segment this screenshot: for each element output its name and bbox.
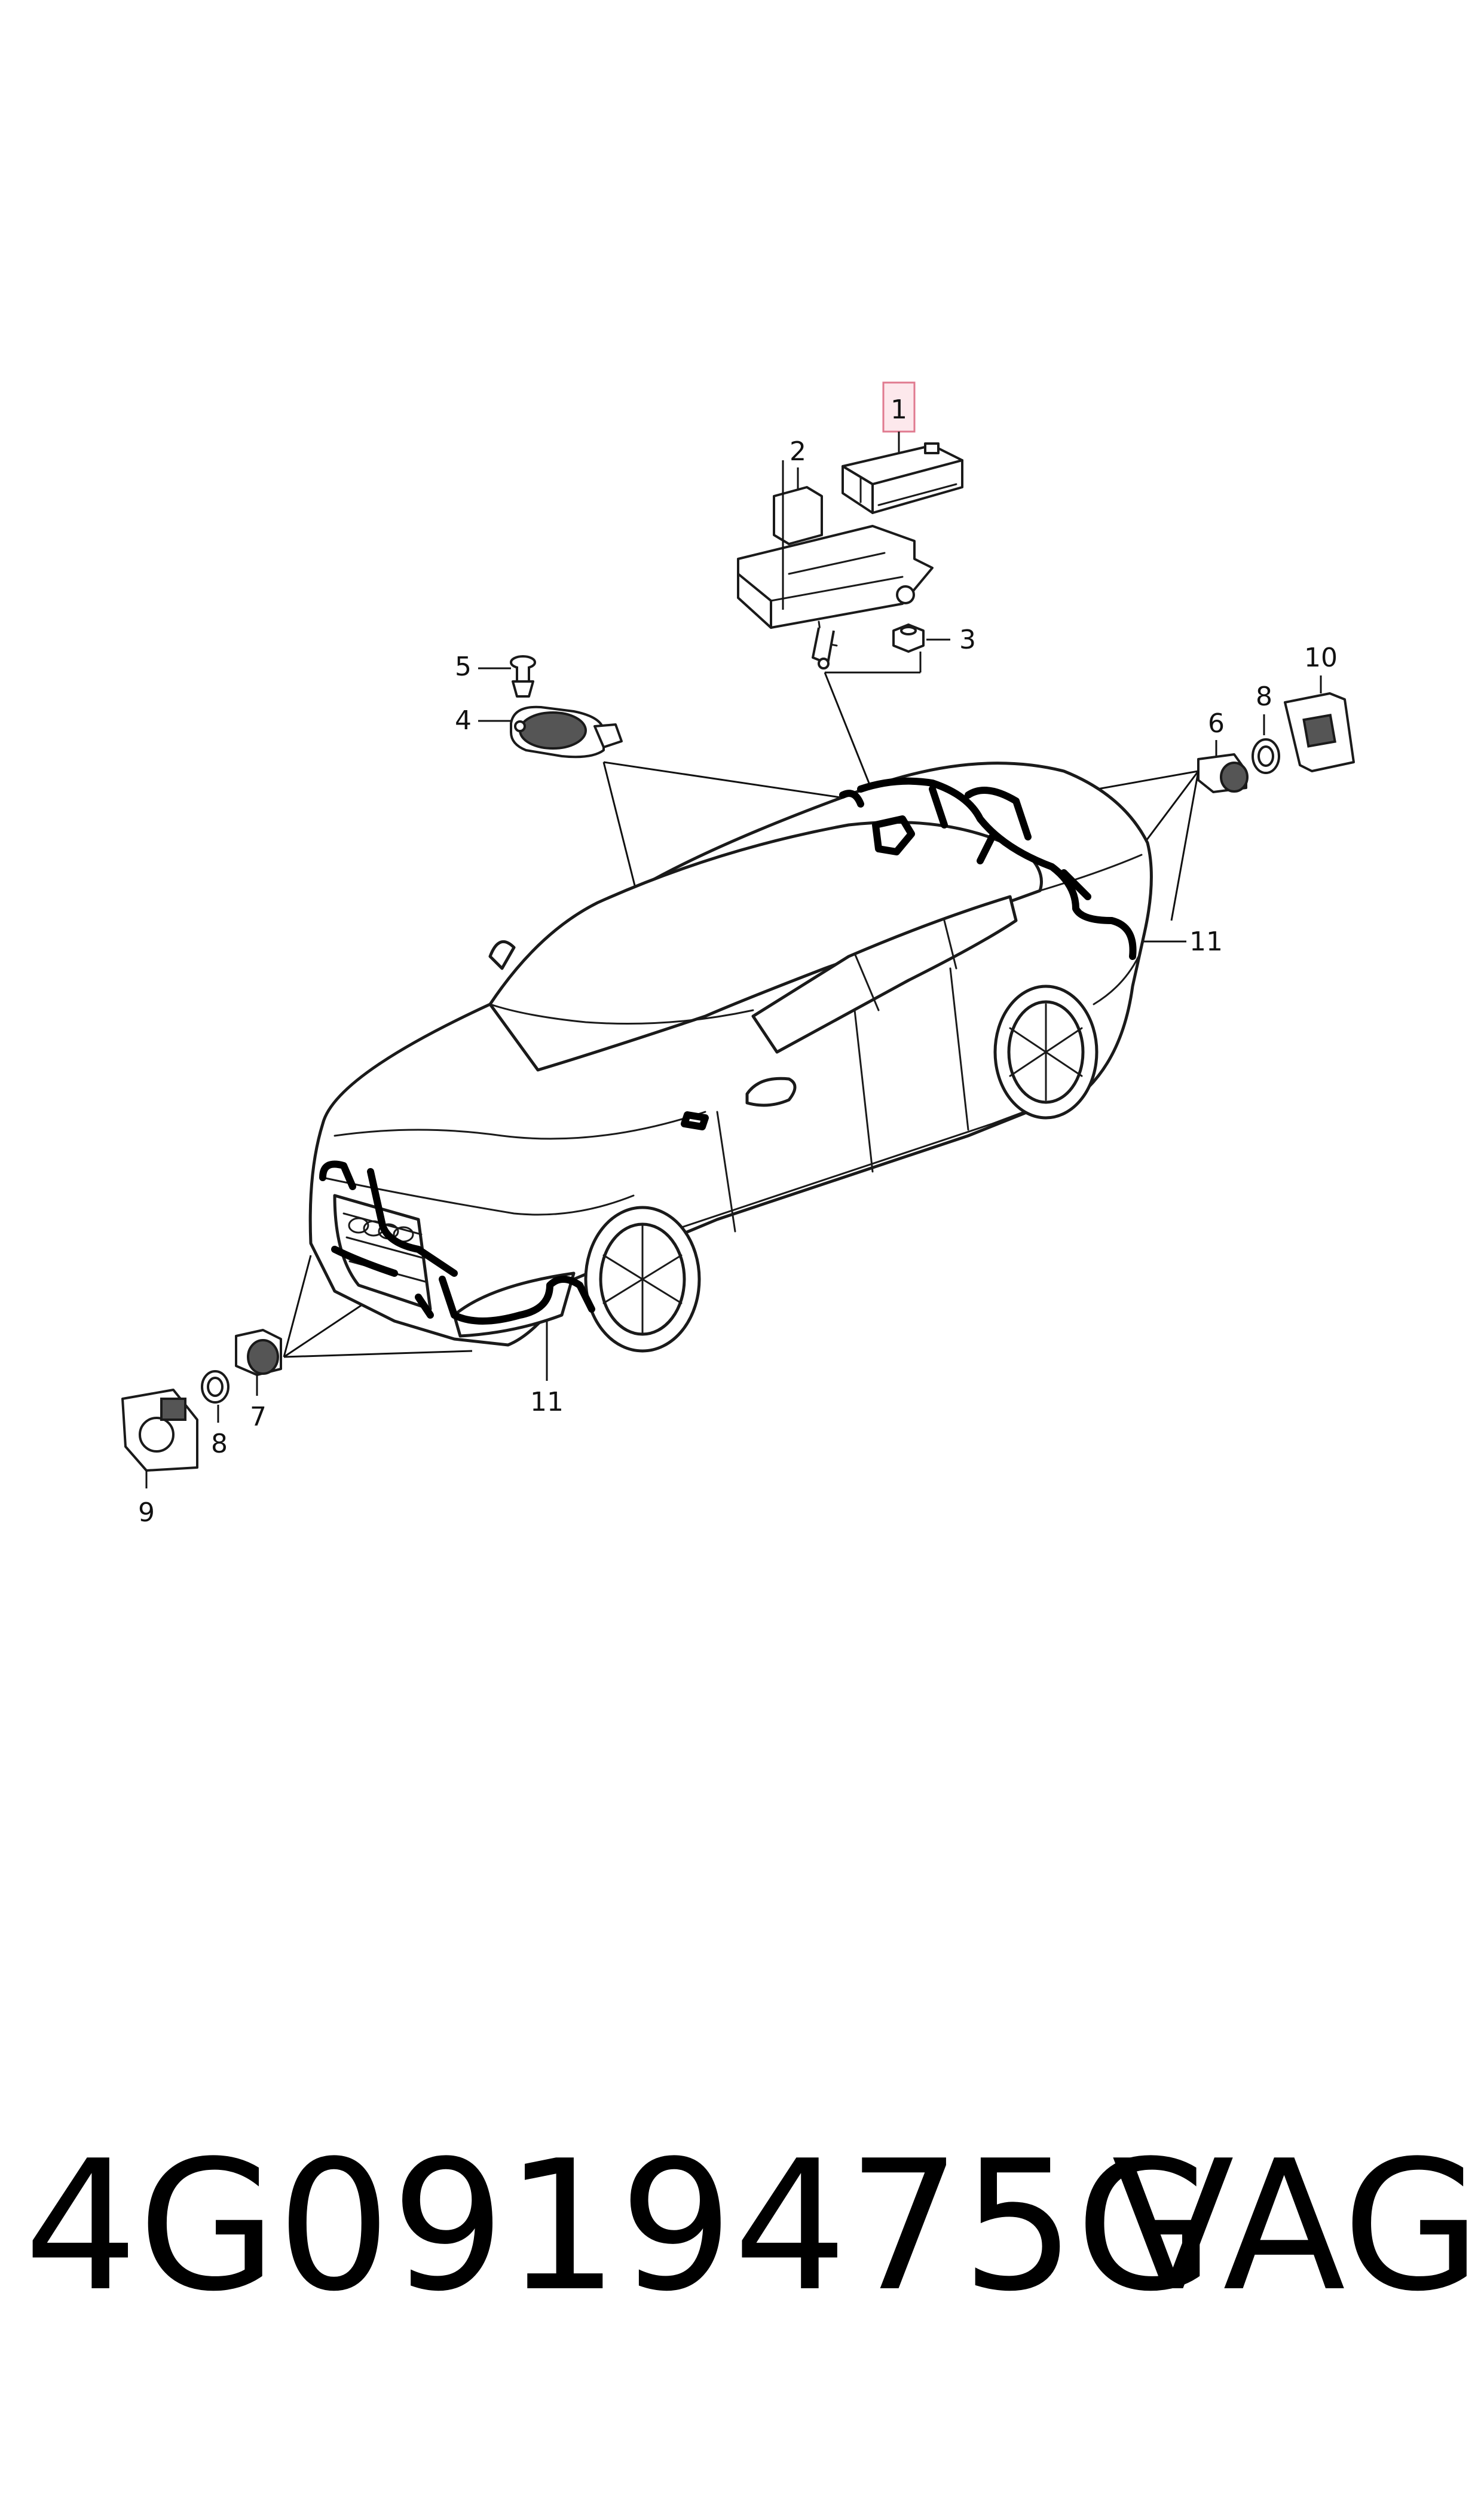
callout-1-label: 1 <box>891 395 907 425</box>
callout-9-label: 9 <box>138 1497 155 1528</box>
callout-4-label: 4 <box>455 705 472 736</box>
callout-6-label: 6 <box>1208 708 1225 739</box>
part-5-clip: 5 <box>455 652 536 698</box>
footer-part-number: 4G0919475G VAG <box>24 2122 1481 2331</box>
front-wheel <box>584 1206 701 1353</box>
callout-8a-label: 8 <box>1256 681 1272 712</box>
callout-8b-label: 8 <box>211 1429 228 1459</box>
callout-3-label: 3 <box>959 625 976 655</box>
callout-11a-label: 11 <box>1189 927 1223 957</box>
part-8-front-ring: 8 <box>201 1370 230 1459</box>
part-8-rear-ring: 8 <box>1252 681 1280 774</box>
part-6-rear-sensor: 6 <box>1197 708 1249 793</box>
callout-2-label: 2 <box>790 436 806 467</box>
part-10-rear-holder: 10 <box>1284 643 1355 772</box>
car-body <box>308 762 1153 1353</box>
wiring-harness <box>319 777 1137 1325</box>
part-number-text: 4G0919475G <box>24 2122 1214 2331</box>
part-9-front-holder: 9 <box>121 1389 198 1528</box>
callout-10-label: 10 <box>1304 643 1338 673</box>
callout-11b-label: 11 <box>530 1387 564 1417</box>
part-1-control-module: 1 <box>842 381 963 514</box>
brand-text: VAG <box>1112 2122 1482 2331</box>
part-7-front-sensor: 7 <box>235 1329 282 1432</box>
part-4-alarm-sounder: 4 <box>455 705 623 759</box>
part-3-nut: 3 <box>825 623 976 674</box>
rear-wheel <box>993 985 1099 1120</box>
callout-5-label: 5 <box>455 652 472 682</box>
part-2-bracket: 2 <box>737 436 934 669</box>
callout-7-label: 7 <box>250 1402 267 1432</box>
